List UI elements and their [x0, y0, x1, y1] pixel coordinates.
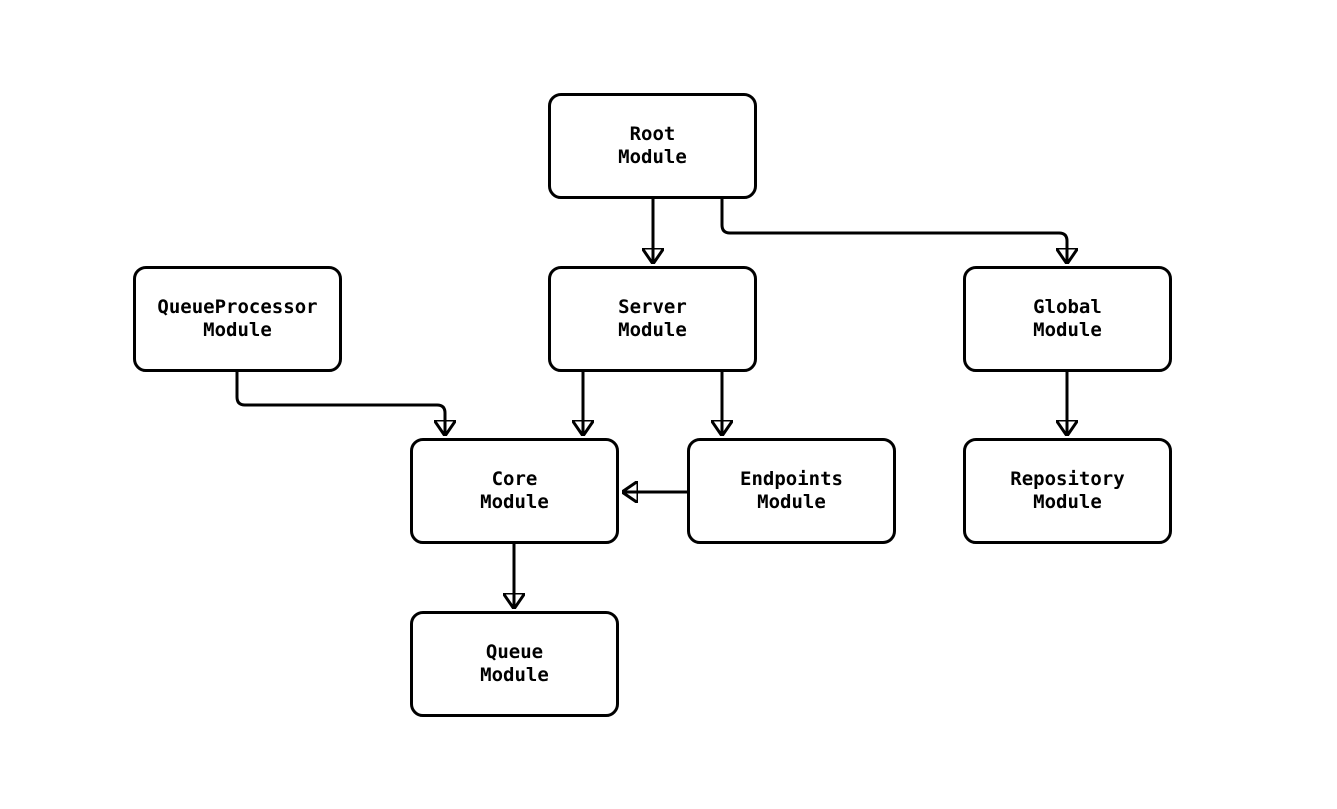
node-server-module-label: Server Module — [618, 296, 687, 341]
node-core-module: Core Module — [410, 438, 619, 544]
edge-root-to-global — [720, 198, 1067, 264]
node-queue-module: Queue Module — [410, 611, 619, 717]
node-global-module-label: Global Module — [1033, 296, 1102, 341]
node-queue-module-label: Queue Module — [480, 641, 549, 686]
node-global-module: Global Module — [963, 266, 1172, 372]
node-queueprocessor-module-label: QueueProcessor Module — [157, 296, 318, 341]
node-endpoints-module: Endpoints Module — [687, 438, 896, 544]
node-queueprocessor-module: QueueProcessor Module — [133, 266, 342, 372]
edge-queueprocessor-to-core — [235, 371, 445, 436]
node-root-module-label: Root Module — [618, 123, 687, 168]
node-server-module: Server Module — [548, 266, 757, 372]
node-endpoints-module-label: Endpoints Module — [740, 468, 843, 513]
node-root-module: Root Module — [548, 93, 757, 199]
node-repository-module-label: Repository Module — [1010, 468, 1125, 513]
node-core-module-label: Core Module — [480, 468, 549, 513]
node-repository-module: Repository Module — [963, 438, 1172, 544]
